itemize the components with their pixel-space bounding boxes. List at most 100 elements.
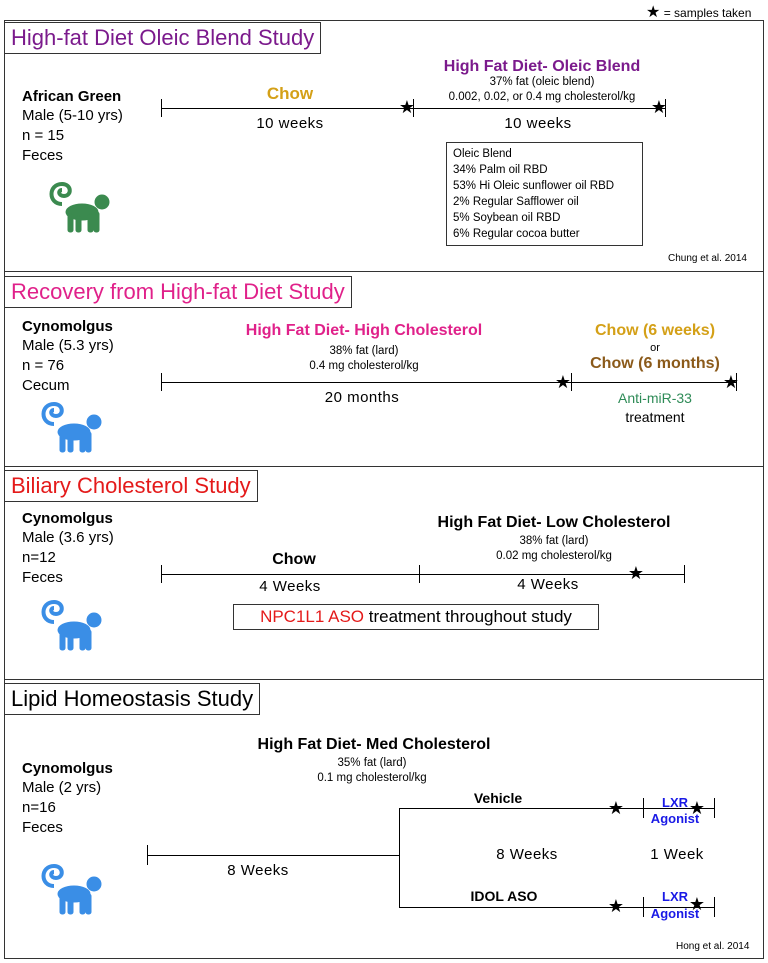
p1-tick-start xyxy=(161,99,162,117)
p4-branch1-tick xyxy=(643,798,644,818)
panel-lipid-homeostasis xyxy=(4,679,764,959)
sample-star-icon: ★ xyxy=(650,97,668,117)
sample-star-icon: ★ xyxy=(722,372,740,392)
p3-phase1-duration: 4 Weeks xyxy=(259,578,321,595)
p2-phase1-label: High Fat Diet- High Cholesterol xyxy=(245,322,483,339)
p1-n: n = 15 xyxy=(22,127,65,144)
monkey-icon xyxy=(41,863,102,915)
p2-phase2-label-a: Chow (6 weeks) xyxy=(594,322,716,339)
p2-species: Cynomolgus xyxy=(22,318,113,335)
p3-tick-start xyxy=(161,565,162,583)
p2-phase1-duration: 20 months xyxy=(324,389,400,406)
p1-phase2-chol: 0.002, 0.02, or 0.4 mg cholesterol/kg xyxy=(448,91,636,103)
p3-tick-mid xyxy=(419,565,420,583)
p1-tick-mid xyxy=(413,99,414,117)
p4-branch1-end xyxy=(714,798,715,818)
star-icon: ★ xyxy=(646,4,661,21)
panel-oleic-blend xyxy=(4,20,764,272)
p4-branch2-agonist: Agonist xyxy=(650,906,700,921)
p3-sex-age: Male (3.6 yrs) xyxy=(22,529,114,546)
p4-branch2-lxr: LXR xyxy=(662,889,688,904)
p2-phase1-chol: 0.4 mg cholesterol/kg xyxy=(309,360,419,372)
sample-star-icon: ★ xyxy=(688,798,706,818)
p4-phase1-duration: 8 Weeks xyxy=(227,862,289,879)
p4-diet-label: High Fat Diet- Med Cholesterol xyxy=(257,736,491,753)
p2-n: n = 76 xyxy=(22,357,65,374)
p4-branch-connector xyxy=(399,808,400,908)
p4-branch1-label: Vehicle xyxy=(473,790,523,806)
p4-branch1-agonist: Agonist xyxy=(650,811,700,826)
p1-phase2-fat: 37% fat (oleic blend) xyxy=(489,76,595,88)
blend-item: 34% Palm oil RBD xyxy=(453,164,548,176)
sample-star-icon: ★ xyxy=(607,896,625,916)
p4-branch1-lxr: LXR xyxy=(662,795,688,810)
p4-branch1-line xyxy=(399,808,715,809)
p4-branch2-label: IDOL ASO xyxy=(470,888,538,904)
p1-sex-age: Male (5-10 yrs) xyxy=(22,107,123,124)
monkey-icon xyxy=(49,181,110,233)
p1-phase2-duration: 10 weeks xyxy=(504,115,572,132)
panel3-title: Biliary Cholesterol Study xyxy=(4,470,258,502)
p3-phase1-label: Chow xyxy=(272,551,316,568)
blend-item: 5% Soybean oil RBD xyxy=(453,212,561,224)
p3-phase2-label: High Fat Diet- Low Cholesterol xyxy=(437,514,671,531)
p1-phase1-label: Chow xyxy=(266,84,314,103)
p4-diet-chol: 0.1 mg cholesterol/kg xyxy=(317,772,427,784)
p3-sample: Feces xyxy=(22,569,63,586)
p3-phase2-fat: 38% fat (lard) xyxy=(519,535,589,547)
sample-star-icon: ★ xyxy=(688,894,706,914)
panel1-title: High-fat Diet Oleic Blend Study xyxy=(4,22,322,54)
p2-treatment-a: Anti-miR-33 xyxy=(618,390,692,406)
sample-star-icon: ★ xyxy=(398,97,416,117)
p3-n: n=12 xyxy=(22,549,56,566)
sample-star-icon: ★ xyxy=(607,798,625,818)
p2-tick-start xyxy=(161,373,162,391)
monkey-icon xyxy=(41,401,102,453)
p3-tick-end xyxy=(684,565,685,583)
p3-treatment-box: NPC1L1 ASO treatment throughout study xyxy=(233,604,599,630)
p2-timeline xyxy=(161,382,737,383)
p1-sample: Feces xyxy=(22,147,63,164)
p1-phase1-duration: 10 weeks xyxy=(256,115,324,132)
p4-tick-start xyxy=(147,845,148,865)
p4-lxr-duration: 1 Week xyxy=(650,846,704,863)
blend-item: 6% Regular cocoa butter xyxy=(453,228,580,240)
p4-branch2-tick xyxy=(643,897,644,917)
p1-species: African Green xyxy=(22,88,122,105)
p4-citation: Hong et al. 2014 xyxy=(676,941,750,952)
p1-tick-end xyxy=(665,99,666,117)
p1-phase2-label: High Fat Diet- Oleic Blend xyxy=(443,58,641,75)
p3-phase2-duration: 4 Weeks xyxy=(517,576,579,593)
monkey-icon xyxy=(41,599,102,651)
p3-species: Cynomolgus xyxy=(22,510,113,527)
legend-label: = samples taken xyxy=(663,6,752,20)
p3-timeline xyxy=(161,574,685,575)
p4-sample: Feces xyxy=(22,819,63,836)
p2-phase1-fat: 38% fat (lard) xyxy=(329,345,399,357)
blend-item: Oleic Blend xyxy=(453,148,512,160)
p4-branch2-end xyxy=(714,897,715,917)
legend: ★ = samples taken xyxy=(646,2,751,22)
p4-sex-age: Male (2 yrs) xyxy=(22,779,102,796)
p3-treatment-drug: NPC1L1 ASO xyxy=(260,607,365,626)
p4-branch-duration: 8 Weeks xyxy=(496,846,558,863)
p2-sex-age: Male (5.3 yrs) xyxy=(22,337,114,354)
p2-sample: Cecum xyxy=(22,377,70,394)
p4-n: n=16 xyxy=(22,799,56,816)
panel4-title: Lipid Homeostasis Study xyxy=(4,683,261,715)
sample-star-icon: ★ xyxy=(627,563,645,583)
p4-diet-fat: 35% fat (lard) xyxy=(337,757,407,769)
blend-item: 2% Regular Safflower oil xyxy=(453,196,579,208)
p2-phase2-or: or xyxy=(650,342,660,354)
blend-item: 53% Hi Oleic sunflower oil RBD xyxy=(453,180,615,192)
p2-treatment-b: treatment xyxy=(625,409,685,425)
sample-star-icon: ★ xyxy=(554,372,572,392)
p2-tick-end xyxy=(736,373,737,391)
panel2-title: Recovery from High-fat Diet Study xyxy=(4,276,352,308)
p4-species: Cynomolgus xyxy=(22,760,113,777)
p2-phase2-label-b: Chow (6 months) xyxy=(590,355,720,372)
p2-tick-mid xyxy=(571,373,572,391)
p4-timeline xyxy=(147,855,400,856)
oleic-blend-box: Oleic Blend 34% Palm oil RBD 53% Hi Olei… xyxy=(446,142,643,246)
p3-phase2-chol: 0.02 mg cholesterol/kg xyxy=(496,550,612,562)
